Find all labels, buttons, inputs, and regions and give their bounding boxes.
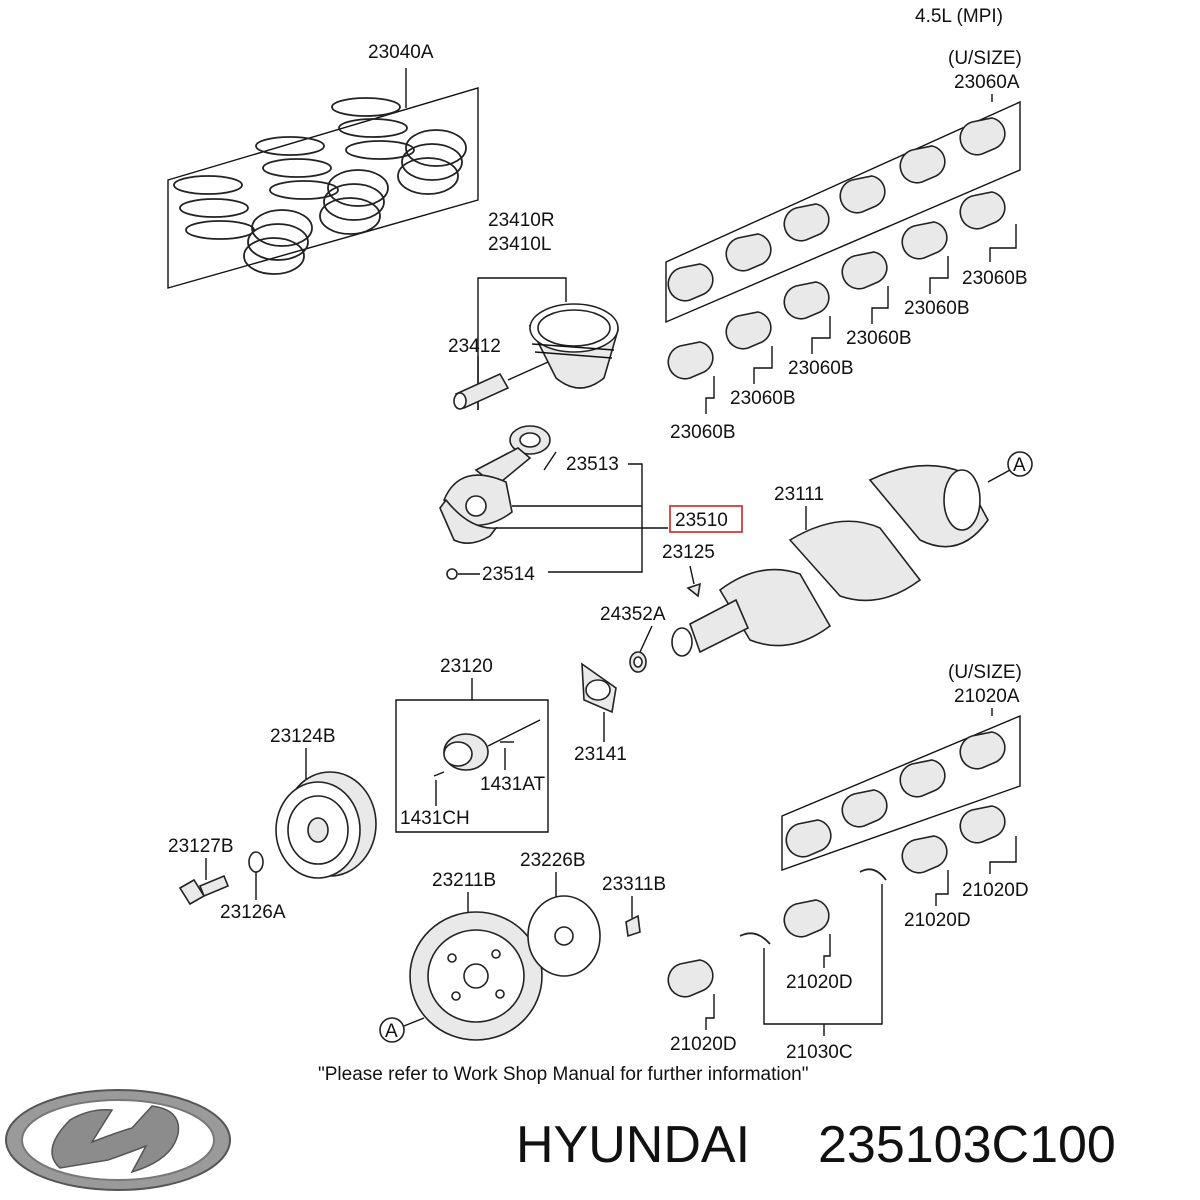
adapter-plate-icon	[527, 895, 601, 977]
label-23060A: 23060A	[954, 72, 1020, 93]
label-21020D-4: 21020D	[670, 1034, 737, 1055]
label-23060B-5: 23060B	[730, 388, 796, 409]
ref-A-lower-icon	[379, 1017, 405, 1043]
piston-pin-icon	[453, 361, 549, 410]
label-23410R: 23410R	[488, 210, 555, 231]
label-23311B: 23311B	[602, 874, 666, 895]
label-23127B: 23127B	[168, 836, 234, 857]
brand-name: HYUNDAI	[516, 1116, 750, 1174]
connecting-rod-icon	[439, 425, 557, 580]
label-23211B: 23211B	[432, 870, 496, 891]
bearing-shells-lower-icon	[667, 731, 1006, 998]
crank-pulley-icon	[275, 771, 377, 879]
label-23410L: 23410L	[488, 234, 551, 255]
label-23513: 23513	[566, 454, 619, 475]
label-23060B-1: 23060B	[962, 268, 1028, 289]
label-23060B-4: 23060B	[788, 358, 854, 379]
hyundai-logo-icon	[5, 1089, 231, 1191]
usize-upper-label: (U/SIZE)	[948, 48, 1022, 69]
label-21020D-1: 21020D	[962, 880, 1029, 901]
crankshaft-icon	[671, 464, 1011, 657]
label-23412: 23412	[448, 336, 501, 357]
label-24352A: 24352A	[600, 604, 666, 625]
key-23125-icon	[686, 582, 702, 598]
oil-pump-drive-23141-icon	[581, 662, 617, 714]
label-1431AT: 1431AT	[480, 774, 546, 795]
upper-bearing-group: (U/SIZE) 23060A 23060B 23060B 23060B 230…	[665, 48, 1028, 443]
bearing-shells-upper-icon	[667, 117, 1006, 380]
highlight-box-23510	[669, 505, 743, 533]
piston-icon	[528, 303, 620, 389]
label-23120: 23120	[440, 656, 493, 677]
timing-gear-23120-icon	[443, 719, 541, 771]
engine-label: 4.5L (MPI)	[915, 6, 1003, 27]
label-ref-A-lower: A	[385, 1021, 398, 1042]
crankshaft-group: 23111 A	[671, 451, 1033, 657]
drive-plate-icon	[409, 911, 543, 1041]
label-23226B: 23226B	[520, 850, 586, 871]
usize-lower-label: (U/SIZE)	[948, 662, 1022, 683]
label-23126A: 23126A	[220, 902, 286, 923]
label-ref-A-upper: A	[1013, 455, 1026, 476]
connecting-rod-group: 23513 23510 23514	[439, 425, 743, 585]
pin-1431CH-icon	[433, 771, 445, 777]
drive-plate-bolt-icon	[625, 914, 641, 938]
label-23124B: 23124B	[270, 726, 336, 747]
footer-note: "Please refer to Work Shop Manual for fu…	[318, 1064, 808, 1085]
label-21020A: 21020A	[954, 686, 1020, 707]
label-23060B-6: 23060B	[670, 422, 736, 443]
label-23060B-3: 23060B	[846, 328, 912, 349]
label-23514: 23514	[482, 564, 535, 585]
piston-rings-icon	[173, 97, 467, 275]
part-number: 235103C100	[818, 1116, 1116, 1174]
label-23141: 23141	[574, 744, 627, 765]
label-23060B-2: 23060B	[904, 298, 970, 319]
label-21030C: 21030C	[786, 1042, 853, 1063]
label-23040A: 23040A	[368, 42, 434, 63]
label-21020D-2: 21020D	[904, 910, 971, 931]
label-21020D-3: 21020D	[786, 972, 853, 993]
washer-23126A-icon	[248, 851, 264, 873]
label-1431CH: 1431CH	[400, 808, 470, 829]
piston-ring-set-group: 23040A	[167, 42, 479, 289]
ref-A-upper-icon	[1007, 451, 1033, 477]
label-23510: 23510	[675, 510, 728, 531]
label-23125: 23125	[662, 542, 715, 563]
pulley-bolt-icon	[178, 874, 230, 906]
thrust-washers-icon	[739, 868, 887, 945]
piston-group: 23410R 23410L 23412	[448, 210, 620, 410]
lower-bearing-group: (U/SIZE) 21020A 21020D 21020D 21020D 210…	[667, 662, 1029, 1063]
label-23111: 23111	[774, 484, 824, 505]
